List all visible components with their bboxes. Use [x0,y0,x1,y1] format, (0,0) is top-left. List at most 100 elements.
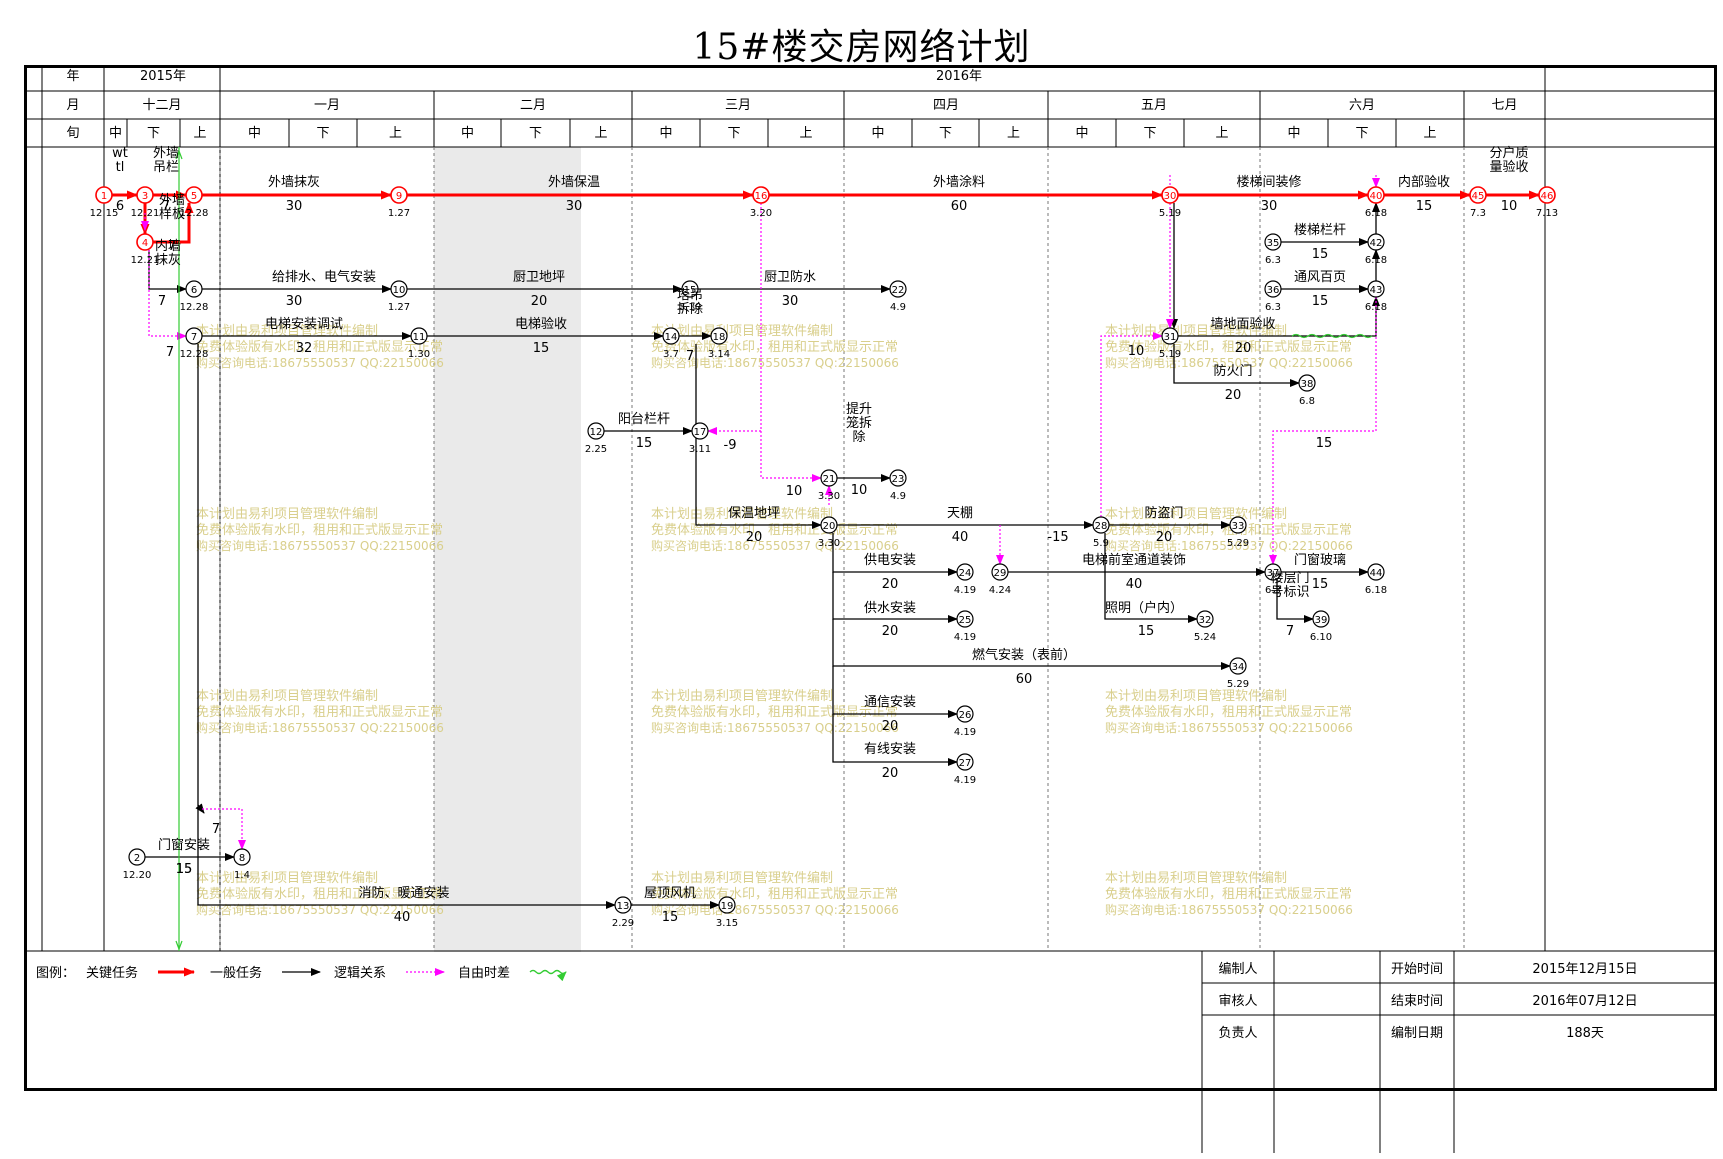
node-id: 40 [1370,191,1383,202]
activity-name: 防火门 [1213,363,1252,379]
activity-duration: 10 [851,483,868,498]
activity-duration: 40 [952,530,969,545]
decade-label: 中 [109,126,122,141]
activity-duration: 20 [882,766,899,781]
node-circle [956,705,974,723]
activity-label: 燃气安装（表前）60 [972,647,1076,687]
node-id: 27 [959,758,972,769]
activity-duration: 10 [1501,199,1518,214]
node-circle [1367,280,1385,298]
watermark-line: 免费体验版有水印，租用和正式版显示正常 [651,339,898,355]
activity-name: 电梯验收 [515,316,567,332]
node-id: 2 [134,853,140,864]
activity-name: 笼拆 [846,415,872,431]
watermark-line: 购买咨询电话:18675550537 QQ:22150066 [1105,902,1353,917]
watermark-line: 免费体验版有水印，租用和正式版显示正常 [1105,704,1352,720]
watermark-line: 购买咨询电话:18675550537 QQ:22150066 [651,902,899,917]
watermark-line: 本计划由易利项目管理软件编制 [1105,689,1287,704]
node-circle [956,753,974,771]
event-node: 213.30 [818,469,840,502]
activity-duration: 20 [882,624,899,639]
node-id: 23 [892,474,905,485]
node-id: 21 [823,474,836,485]
node-id: 38 [1301,379,1314,390]
holiday-shading [434,147,581,952]
node-date: 6.10 [1310,632,1332,643]
event-node: 143.7 [662,327,680,360]
decade-label: 中 [461,126,474,141]
activity-duration: 15 [176,862,193,877]
edge-7-tick [195,803,205,814]
legend-float-label: 自由时差 [458,966,510,981]
node-date: 6.3 [1265,255,1281,266]
activity-duration: 40 [394,910,411,925]
node-circle [1161,327,1179,345]
node-date: 6.8 [1299,396,1315,407]
node-id: 5 [191,191,197,202]
watermark-line: 本计划由易利项目管理软件编制 [196,871,378,886]
month-label: 七月 [1491,98,1517,113]
activity-duration: 6 [116,199,124,214]
activity-name: 电梯安装调试 [265,317,343,332]
event-node: 294.24 [989,563,1011,596]
node-date: 3.30 [818,538,840,549]
watermark-layer: 本计划由易利项目管理软件编制免费体验版有水印，租用和正式版显示正常购买咨询电话:… [196,324,1353,917]
edge-37-39 [1276,580,1314,623]
network-diagram: 本计划由易利项目管理软件编制免费体验版有水印，租用和正式版显示正常购买咨询电话:… [24,65,1717,1153]
decade-label: 上 [594,126,607,141]
float-31-43 [1291,333,1373,339]
activity-duration: 20 [1156,530,1173,545]
node-circle [410,327,428,345]
node-id: 39 [1315,615,1328,626]
node-date: 7.13 [1536,208,1558,219]
free-float-value: 15 [176,862,193,877]
node-id: 4 [142,238,148,249]
event-node: 467.13 [1536,186,1558,219]
year-2016: 2016年 [936,69,982,84]
event-node: 264.19 [954,705,976,738]
node-date: 12.20 [123,870,152,881]
event-nodes: 112.15212.20312.21412.21512.28612.28712.… [90,186,1558,929]
activity-arrows [112,147,1540,951]
node-circle [1469,186,1487,204]
event-node: 366.3 [1264,280,1282,313]
activity-name: 楼梯间装修 [1236,175,1301,190]
node-id: 12 [590,427,603,438]
watermark-line: 本计划由易利项目管理软件编制 [651,689,833,704]
timescale-grid [24,65,1717,952]
event-node: 111.30 [408,327,430,360]
node-date: 12.15 [90,208,119,219]
event-node: 315.19 [1159,327,1181,360]
free-float-value: 7 [166,345,174,360]
node-id: 30 [1164,191,1177,202]
legend-normal-label: 一般任务 [210,965,262,981]
legend-float-line [529,969,567,982]
decade-label: 下 [147,126,160,141]
activity-duration: 20 [882,719,899,734]
watermark-line: 购买咨询电话:18675550537 QQ:22150066 [1105,355,1353,370]
activity-duration: 7 [158,294,166,309]
event-node: 112.15 [90,186,119,219]
node-date: 3.15 [716,918,738,929]
end-value: 2016年07月12日 [1532,994,1637,1009]
node-id: 31 [1164,332,1177,343]
date-label: 编制日期 [1391,1026,1443,1041]
node-id: 18 [713,332,726,343]
event-node: 356.3 [1264,233,1282,266]
watermark-line: 本计划由易利项目管理软件编制 [196,324,378,339]
decade-label: 上 [389,126,402,141]
node-date: 4.19 [954,727,976,738]
edge-7-13 [197,344,616,909]
activity-name: 外墙 [153,146,179,161]
event-node: 173.11 [689,422,711,455]
node-id: 9 [396,191,402,202]
watermark-line: 免费体验版有水印，租用和正式版显示正常 [651,886,898,902]
